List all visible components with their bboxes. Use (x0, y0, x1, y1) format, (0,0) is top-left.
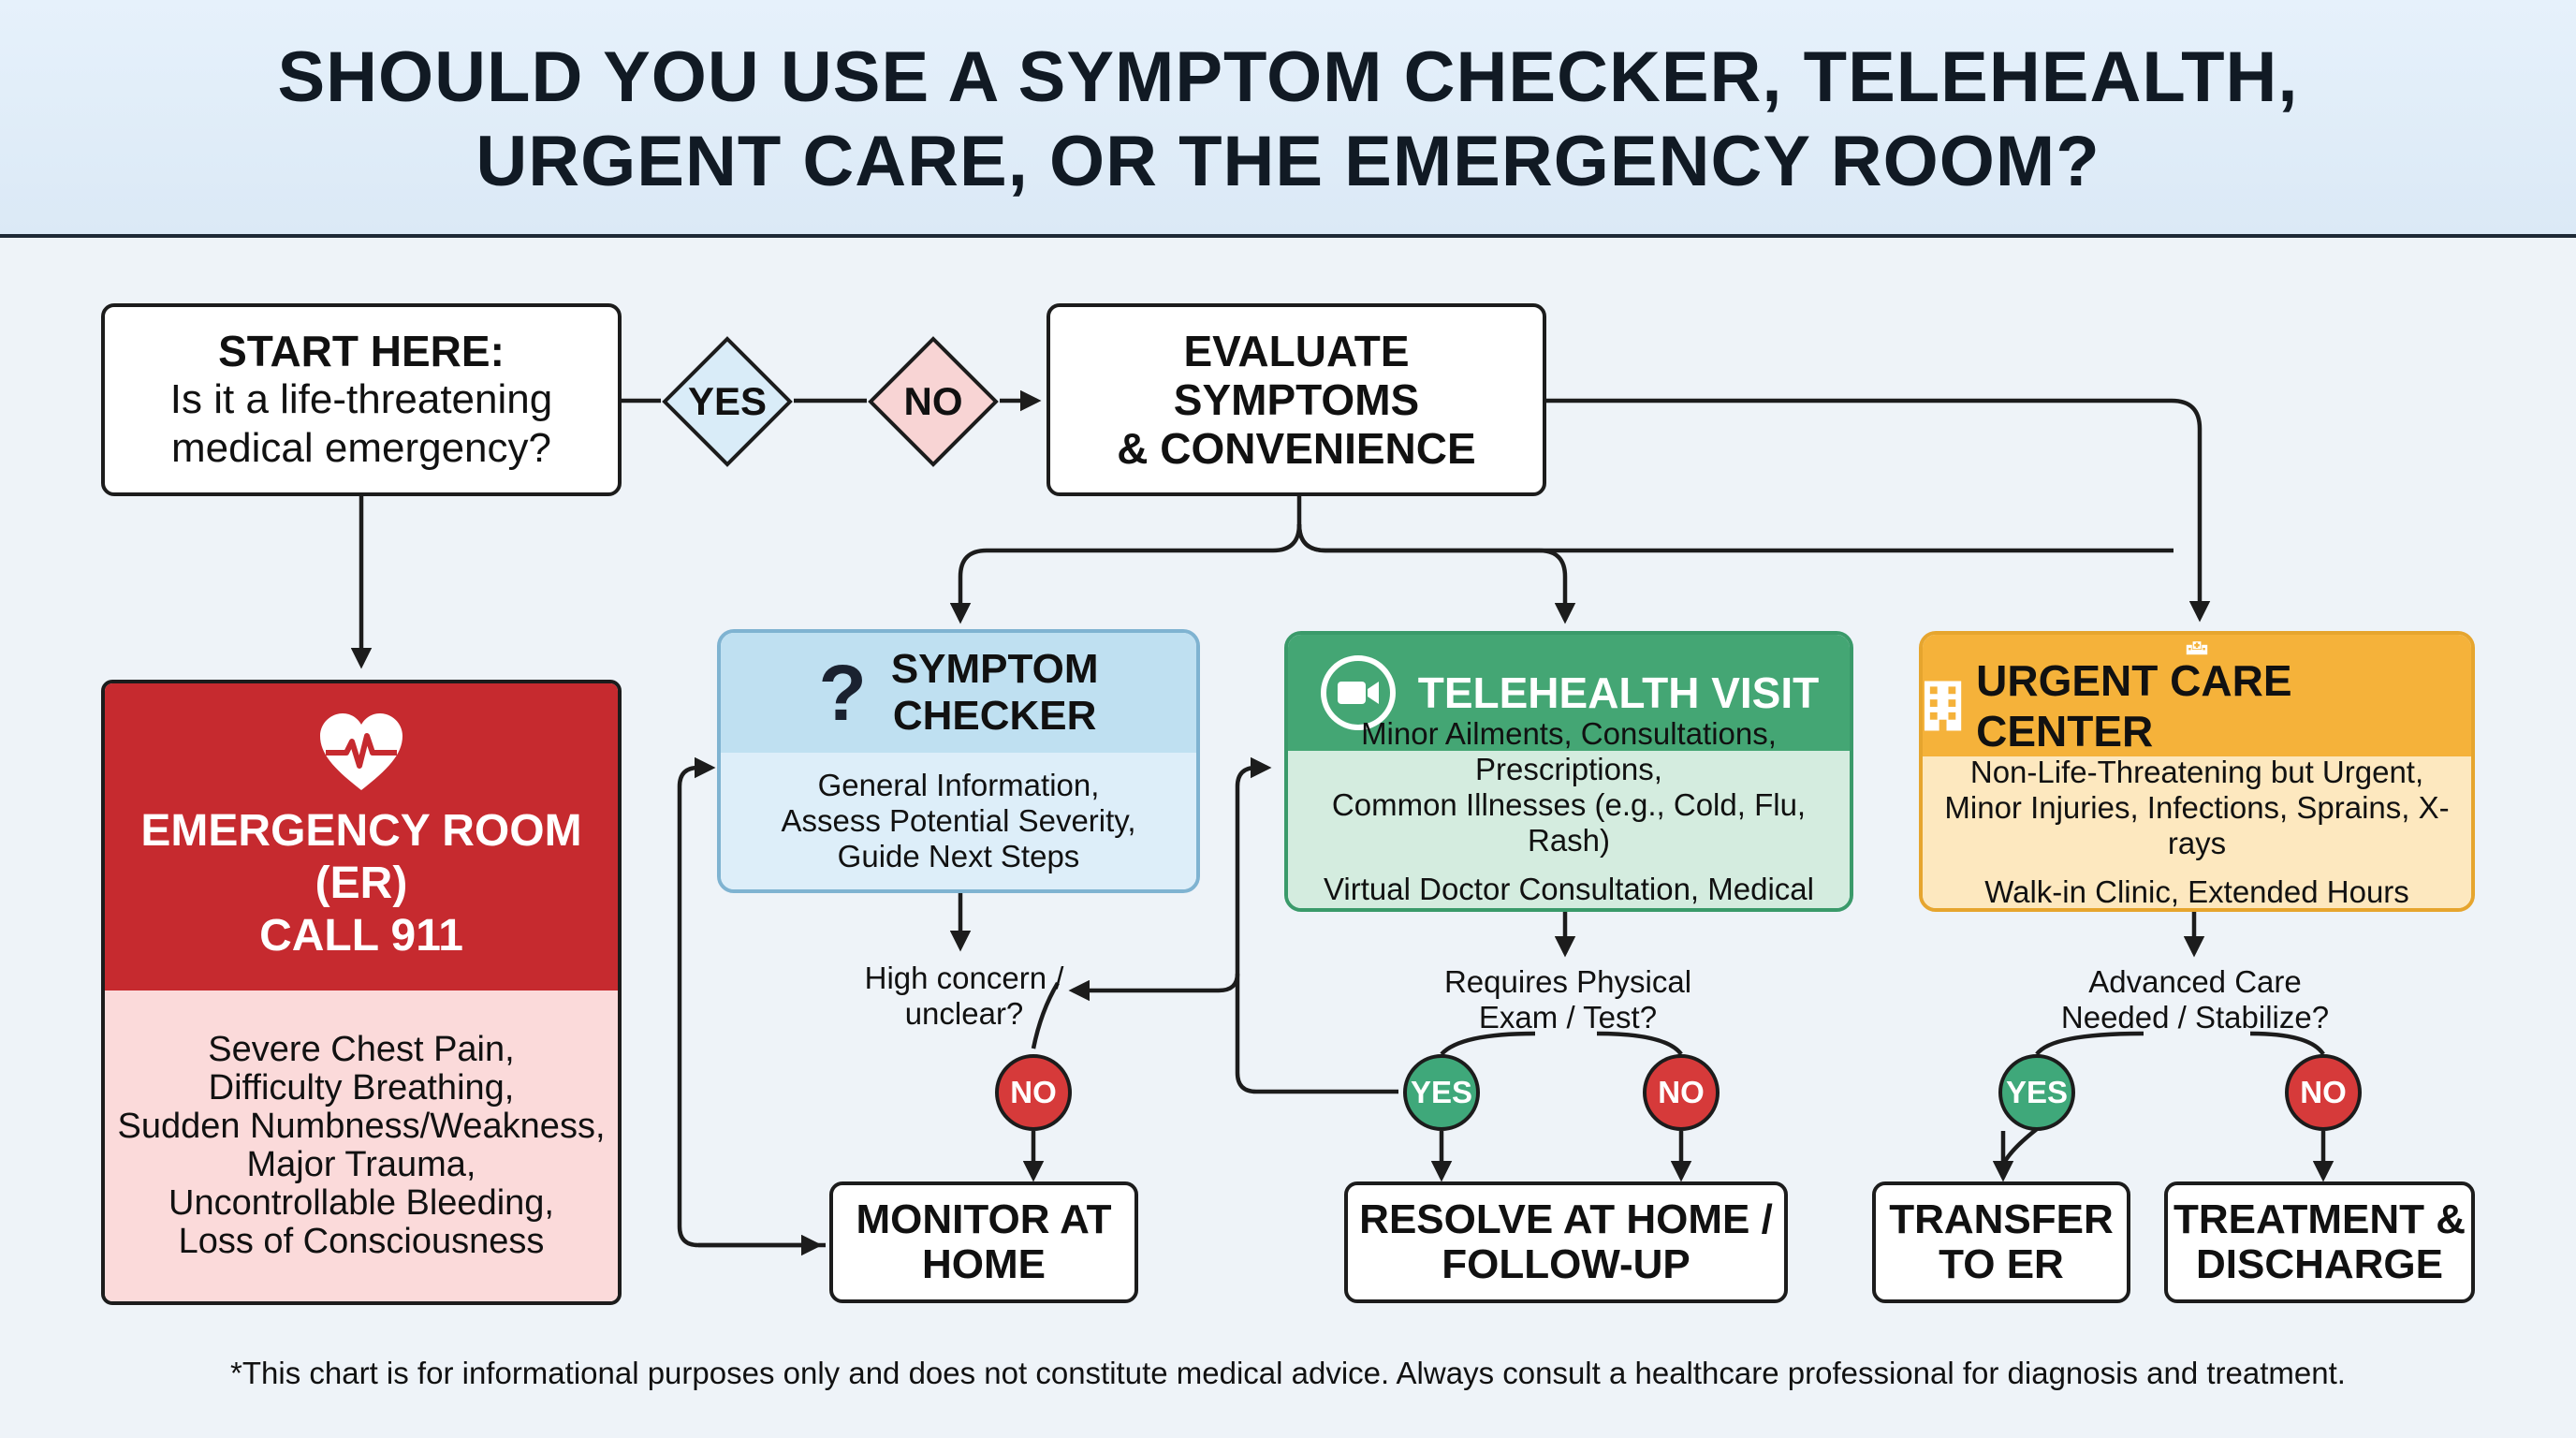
question-physical-exam: Requires Physical Exam / Test? (1423, 964, 1713, 1035)
evaluate-line-1: EVALUATE (1183, 327, 1410, 375)
urgent-care-item: Minor Injuries, Infections, Sprains, X-r… (1944, 790, 2450, 860)
urgent-care-title: URGENT CARE CENTER (1976, 656, 2292, 756)
outcome-resolve-at-home: RESOLVE AT HOME / FOLLOW-UP (1344, 1181, 1788, 1303)
outcome-transfer-line-2: TO ER (1939, 1241, 2064, 1287)
yes-circle-physical-exam: YES (1403, 1054, 1480, 1131)
question-physical-exam-line-1: Requires Physical (1443, 964, 1692, 999)
question-high-concern-line-2: unclear? (904, 996, 1024, 1031)
heart-pulse-icon (320, 713, 402, 790)
title-line-2: URGENT CARE, OR THE EMERGENCY ROOM? (476, 122, 2100, 201)
urgent-care-card: URGENT CARE CENTER Non-Life-Threatening … (1919, 631, 2475, 912)
question-high-concern: High concern / unclear? (842, 961, 1086, 1032)
er-title-line-2: (ER) (315, 858, 408, 908)
er-header: EMERGENCY ROOM (ER) CALL 911 (105, 683, 618, 990)
telehealth-extra: Virtual Doctor Consultation, Medical Adv… (1324, 872, 1814, 908)
hospital-cross-icon (2186, 640, 2208, 655)
outcome-transfer-line-1: TRANSFER (1889, 1196, 2114, 1242)
er-body: Severe Chest Pain, Difficulty Breathing,… (105, 990, 618, 1301)
no-diamond: YES NO (867, 335, 1000, 468)
telehealth-item: Common Illnesses (e.g., Cold, Flu, Rash) (1331, 787, 1807, 858)
video-camera-icon (1320, 655, 1396, 730)
question-high-concern-line-1: High concern / (864, 961, 1064, 995)
disclaimer-footnote: *This chart is for informational purpose… (230, 1356, 2346, 1390)
urgent-care-body: Non-Life-Threatening but Urgent, Minor I… (1923, 755, 2471, 909)
urgent-care-header: URGENT CARE CENTER (1923, 635, 2471, 756)
question-mark-icon: ? (818, 648, 867, 737)
symptom-checker-item: General Information, (817, 768, 1100, 802)
no-circle-physical-exam: NO (1643, 1054, 1720, 1131)
yes-diamond-label: YES (687, 379, 768, 423)
er-item: Difficulty Breathing, (208, 1068, 515, 1108)
question-physical-exam-line-2: Exam / Test? (1478, 1000, 1658, 1034)
telehealth-header: TELEHEALTH VISIT (1288, 635, 1850, 751)
urgent-care-extra: Walk-in Clinic, Extended Hours (1984, 874, 2409, 909)
telehealth-item: Minor Ailments, Consultations, Prescript… (1361, 716, 1777, 786)
outcome-treatment-line-1: TREATMENT & (2173, 1196, 2466, 1242)
question-advanced-care: Advanced Care Needed / Stabilize? (2041, 964, 2349, 1035)
evaluate-box: EVALUATE SYMPTOMS & CONVENIENCE (1046, 303, 1546, 496)
outcome-treatment-discharge: TREATMENT & DISCHARGE (2164, 1181, 2475, 1303)
no-diamond-text: NO (903, 379, 963, 423)
no-circle-high-concern: NO (995, 1054, 1072, 1131)
outcome-monitor-line-1: MONITOR AT (856, 1196, 1112, 1242)
telehealth-title: TELEHEALTH VISIT (1417, 668, 1820, 717)
question-advanced-care-line-1: Advanced Care (2088, 964, 2302, 999)
evaluate-line-3: & CONVENIENCE (1117, 424, 1476, 473)
symptom-checker-item: Guide Next Steps (837, 839, 1080, 873)
hospital-building-icon (1924, 681, 1962, 731)
outcome-monitor-at-home: MONITOR AT HOME (829, 1181, 1138, 1303)
no-diamond-shape (868, 336, 999, 467)
question-advanced-care-line-2: Needed / Stabilize? (2060, 1000, 2330, 1034)
er-item: Sudden Numbness/Weakness, (117, 1107, 606, 1146)
er-item: Loss of Consciousness (178, 1222, 545, 1261)
start-question-line-2: medical emergency? (171, 425, 551, 471)
symptom-checker-title-line-2: CHECKER (892, 693, 1097, 739)
outcome-resolve-line-1: RESOLVE AT HOME / (1359, 1196, 1773, 1242)
evaluate-line-2: SYMPTOMS (1173, 375, 1420, 424)
yes-diamond-shape (662, 336, 793, 467)
start-question-line-1: Is it a life-threatening (169, 376, 553, 422)
no-circle-advanced-care: NO (2285, 1054, 2362, 1131)
symptom-checker-title-line-1: SYMPTOM (890, 646, 1099, 692)
er-title-line-1: EMERGENCY ROOM (140, 806, 582, 856)
start-heading: START HERE: (218, 327, 505, 375)
symptom-checker-card: ? SYMPTOM CHECKER General Information, A… (717, 629, 1200, 893)
outcome-transfer-to-er: TRANSFER TO ER (1872, 1181, 2130, 1303)
er-card: EMERGENCY ROOM (ER) CALL 911 Severe Ches… (101, 680, 622, 1305)
urgent-care-item: Non-Life-Threatening but Urgent, (1969, 755, 2424, 789)
yes-circle-advanced-care: YES (1998, 1054, 2075, 1131)
telehealth-card: TELEHEALTH VISIT Minor Ailments, Consult… (1284, 631, 1853, 912)
er-item: Uncontrollable Bleeding, (168, 1183, 554, 1223)
symptom-checker-header: ? SYMPTOM CHECKER (721, 633, 1196, 753)
telehealth-body: Minor Ailments, Consultations, Prescript… (1288, 716, 1850, 908)
symptom-checker-item: Assess Potential Severity, (781, 803, 1136, 838)
yes-diamond: YES (661, 335, 794, 468)
er-item: Severe Chest Pain, (208, 1030, 515, 1069)
symptom-checker-body: General Information, Assess Potential Se… (721, 753, 1196, 889)
outcome-monitor-line-2: HOME (922, 1241, 1046, 1287)
title-line-1: SHOULD YOU USE A SYMPTOM CHECKER, TELEHE… (277, 37, 2299, 117)
outcome-treatment-line-2: DISCHARGE (2195, 1241, 2444, 1287)
er-title-line-3: CALL 911 (259, 911, 463, 961)
page-title: SHOULD YOU USE A SYMPTOM CHECKER, TELEHE… (0, 36, 2576, 204)
outcome-resolve-line-2: FOLLOW-UP (1442, 1241, 1690, 1287)
er-item: Major Trauma, (246, 1145, 476, 1184)
header-band (0, 0, 2576, 238)
start-box: START HERE: Is it a life-threatening med… (101, 303, 622, 496)
